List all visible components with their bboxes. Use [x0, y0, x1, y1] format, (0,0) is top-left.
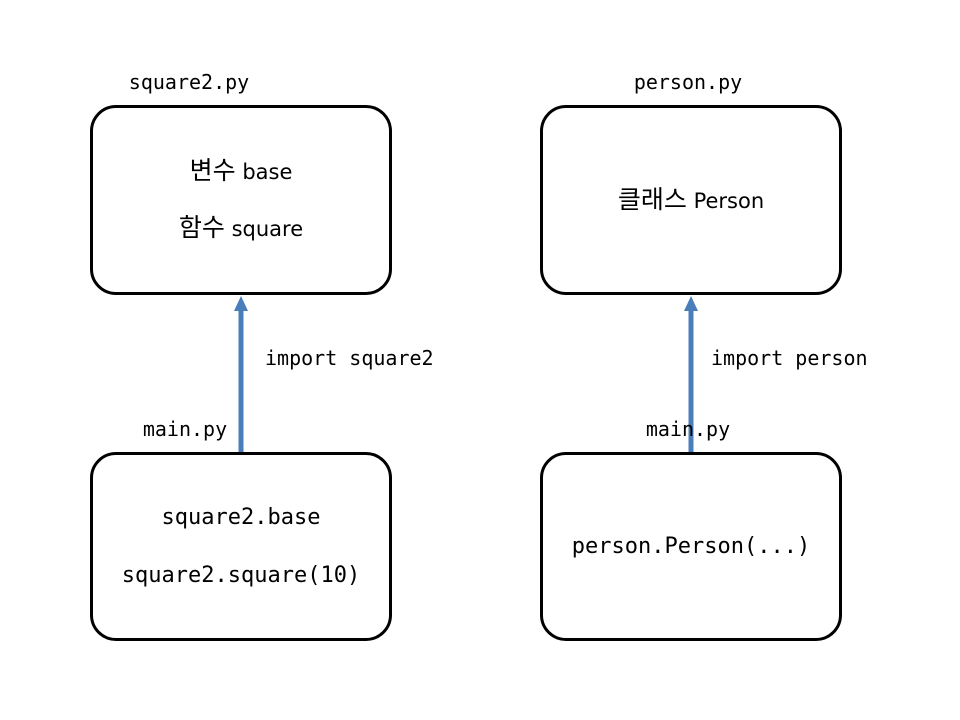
module-caption-main-right: main.py — [645, 417, 731, 441]
module-line-variable: 변수 base — [190, 156, 293, 187]
module-box-person: 클래스 Person — [540, 105, 842, 295]
module-box-square2: 변수 base 함수 square — [90, 105, 392, 295]
label-function-name: square — [231, 217, 304, 241]
label-variable-name: base — [242, 160, 293, 184]
module-caption-main-left: main.py — [142, 417, 228, 441]
label-class-ko: 클래스 — [617, 184, 687, 214]
module-main-right: main.py person.Person(...) — [540, 417, 842, 641]
module-box-main-right: person.Person(...) — [540, 452, 842, 641]
code-line-square2-base: square2.base — [161, 504, 321, 530]
module-caption-person: person.py — [633, 70, 743, 94]
module-box-main-left: square2.base square2.square(10) — [90, 452, 392, 641]
label-function-ko: 함수 — [178, 213, 225, 242]
module-main-left: main.py square2.base square2.square(10) — [90, 417, 392, 641]
module-square2: square2.py 변수 base 함수 square — [90, 70, 392, 295]
code-line-person-person: person.Person(...) — [571, 533, 811, 559]
arrow-import-person — [681, 294, 701, 454]
module-line-class: 클래스 Person — [618, 185, 764, 216]
module-line-function: 함수 square — [179, 213, 303, 244]
label-variable-ko: 변수 — [189, 156, 236, 185]
module-caption-square2: square2.py — [128, 70, 250, 94]
module-person: person.py 클래스 Person — [540, 70, 842, 295]
arrow-import-square2 — [231, 294, 251, 454]
arrow-label-import-square2: import square2 — [265, 346, 434, 370]
label-class-name: Person — [693, 188, 765, 213]
code-line-square2-square: square2.square(10) — [121, 562, 361, 588]
arrow-label-import-person: import person — [711, 346, 868, 370]
